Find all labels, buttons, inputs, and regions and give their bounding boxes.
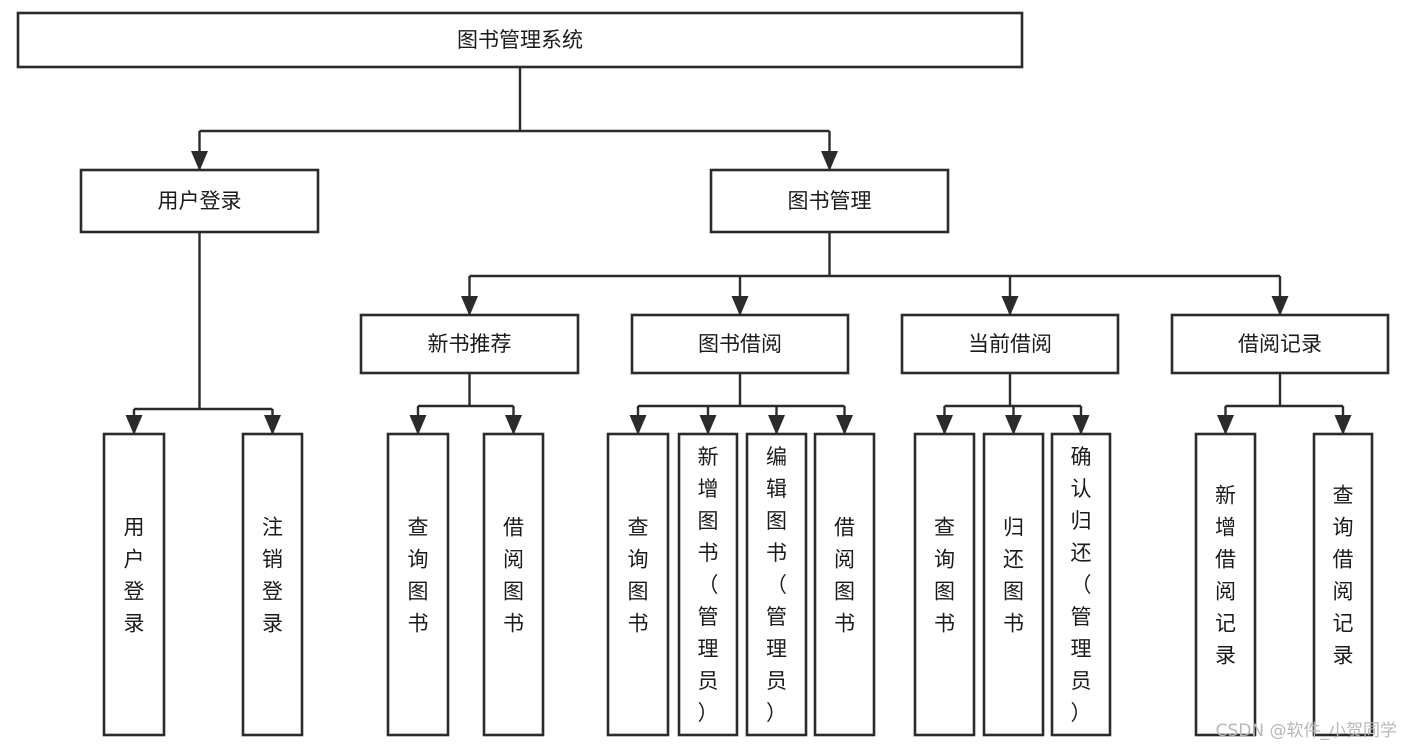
arrow-head-icon — [1217, 415, 1234, 435]
node-leaf-add-book-admin[interactable]: 新增图书（管理员） — [677, 432, 739, 737]
node-label-borrow-record: 借阅记录 — [1238, 332, 1322, 356]
node-leaf-query-book-3[interactable]: 查询图书 — [913, 432, 976, 737]
node-leaf-logout-login[interactable]: 注销登录 — [241, 432, 304, 737]
node-label-leaf-add-book-admin: 新增图书（管理员） — [698, 445, 719, 725]
node-leaf-query-book-1[interactable]: 查询图书 — [386, 432, 450, 737]
node-label-leaf-edit-book-admin: 编辑图书（管理员） — [766, 445, 787, 725]
watermark-text: CSDN @软件_小贺同学 — [1215, 721, 1397, 741]
node-leaf-user-login[interactable]: 用户登录 — [102, 432, 166, 737]
arrow-head-icon — [936, 415, 953, 435]
node-box-leaf-return-book — [982, 432, 1045, 737]
connector-layer — [125, 67, 1352, 435]
node-box-leaf-user-login — [102, 432, 166, 737]
node-label-root: 图书管理系统 — [457, 28, 583, 52]
node-label-leaf-logout-login: 注销登录 — [262, 516, 283, 636]
arrow-head-icon — [191, 151, 208, 171]
node-box-current-borrow — [900, 313, 1120, 375]
node-leaf-borrow-book-1[interactable]: 借阅图书 — [482, 432, 545, 737]
arrow-head-icon — [699, 415, 717, 435]
node-borrow-record[interactable]: 借阅记录 — [1170, 313, 1390, 375]
arrow-head-icon — [821, 151, 838, 171]
node-label-current-borrow: 当前借阅 — [968, 332, 1052, 356]
edge-group-borrow-record — [1217, 373, 1352, 435]
node-leaf-query-book-2[interactable]: 查询图书 — [606, 432, 670, 737]
arrow-head-icon — [1072, 415, 1090, 435]
node-box-leaf-confirm-return-admin — [1050, 432, 1112, 737]
node-box-book-manage — [709, 168, 950, 234]
node-layer: 图书管理系统用户登录图书管理新书推荐图书借阅当前借阅借阅记录用户登录注销登录查询… — [16, 11, 1390, 737]
arrow-head-icon — [731, 296, 749, 316]
node-label-leaf-query-book-1: 查询图书 — [408, 516, 429, 636]
node-label-leaf-query-borrow-record: 查询借阅记录 — [1333, 484, 1354, 668]
edge-group-book-borrow — [629, 373, 853, 435]
node-leaf-borrow-book-2[interactable]: 借阅图书 — [813, 432, 876, 737]
arrow-head-icon — [505, 415, 522, 435]
node-label-leaf-query-book-2: 查询图书 — [628, 516, 649, 636]
node-current-borrow[interactable]: 当前借阅 — [900, 313, 1120, 375]
node-box-book-borrow — [630, 313, 850, 375]
node-box-leaf-query-borrow-record — [1312, 432, 1374, 737]
node-box-leaf-borrow-book-1 — [482, 432, 545, 737]
node-leaf-query-borrow-record[interactable]: 查询借阅记录 — [1312, 432, 1374, 737]
arrow-head-icon — [461, 296, 478, 316]
node-label-leaf-add-borrow-record: 新增借阅记录 — [1215, 484, 1236, 668]
node-box-leaf-query-book-3 — [913, 432, 976, 737]
node-leaf-confirm-return-admin[interactable]: 确认归还（管理员） — [1050, 432, 1112, 737]
node-root[interactable]: 图书管理系统 — [16, 11, 1024, 69]
arrow-head-icon — [264, 415, 281, 435]
node-leaf-add-borrow-record[interactable]: 新增借阅记录 — [1194, 432, 1257, 737]
node-label-new-book-recommend: 新书推荐 — [428, 332, 512, 356]
node-box-leaf-borrow-book-2 — [813, 432, 876, 737]
arrow-head-icon — [768, 415, 785, 435]
node-box-root — [16, 11, 1024, 69]
arrow-head-icon — [1334, 415, 1352, 435]
arrow-head-icon — [125, 415, 143, 435]
node-leaf-edit-book-admin[interactable]: 编辑图书（管理员） — [745, 432, 808, 737]
node-box-leaf-logout-login — [241, 432, 304, 737]
arrow-head-icon — [1271, 296, 1289, 316]
node-book-manage[interactable]: 图书管理 — [709, 168, 950, 234]
node-label-user-login: 用户登录 — [158, 189, 242, 213]
node-box-borrow-record — [1170, 313, 1390, 375]
node-label-leaf-borrow-book-2: 借阅图书 — [834, 516, 855, 636]
edge-group-user-login — [125, 232, 281, 435]
node-box-leaf-add-book-admin — [677, 432, 739, 737]
node-box-new-book-recommend — [359, 313, 580, 375]
node-label-leaf-borrow-book-1: 借阅图书 — [503, 516, 524, 636]
node-box-leaf-add-borrow-record — [1194, 432, 1257, 737]
arrow-head-icon — [629, 415, 647, 435]
node-label-book-manage: 图书管理 — [788, 189, 872, 213]
edge-group-new-book-recommend — [409, 373, 522, 435]
arrow-head-icon — [836, 415, 853, 435]
arrow-head-icon — [1001, 296, 1019, 316]
node-box-leaf-query-book-1 — [386, 432, 450, 737]
arrow-head-icon — [1005, 415, 1022, 435]
node-book-borrow[interactable]: 图书借阅 — [630, 313, 850, 375]
node-leaf-return-book[interactable]: 归还图书 — [982, 432, 1045, 737]
node-box-user-login — [79, 168, 320, 234]
node-box-leaf-query-book-2 — [606, 432, 670, 737]
edge-group-current-borrow — [936, 373, 1090, 435]
node-label-leaf-user-login: 用户登录 — [124, 516, 145, 636]
node-box-leaf-edit-book-admin — [745, 432, 808, 737]
node-new-book-recommend[interactable]: 新书推荐 — [359, 313, 580, 375]
node-label-leaf-return-book: 归还图书 — [1003, 516, 1024, 636]
node-label-book-borrow: 图书借阅 — [698, 332, 782, 356]
node-user-login[interactable]: 用户登录 — [79, 168, 320, 234]
arrow-head-icon — [409, 415, 427, 435]
edge-group-root — [191, 67, 838, 171]
edge-group-book-manage — [461, 232, 1289, 316]
node-label-leaf-confirm-return-admin: 确认归还（管理员） — [1071, 445, 1092, 725]
node-label-leaf-query-book-3: 查询图书 — [934, 516, 955, 636]
